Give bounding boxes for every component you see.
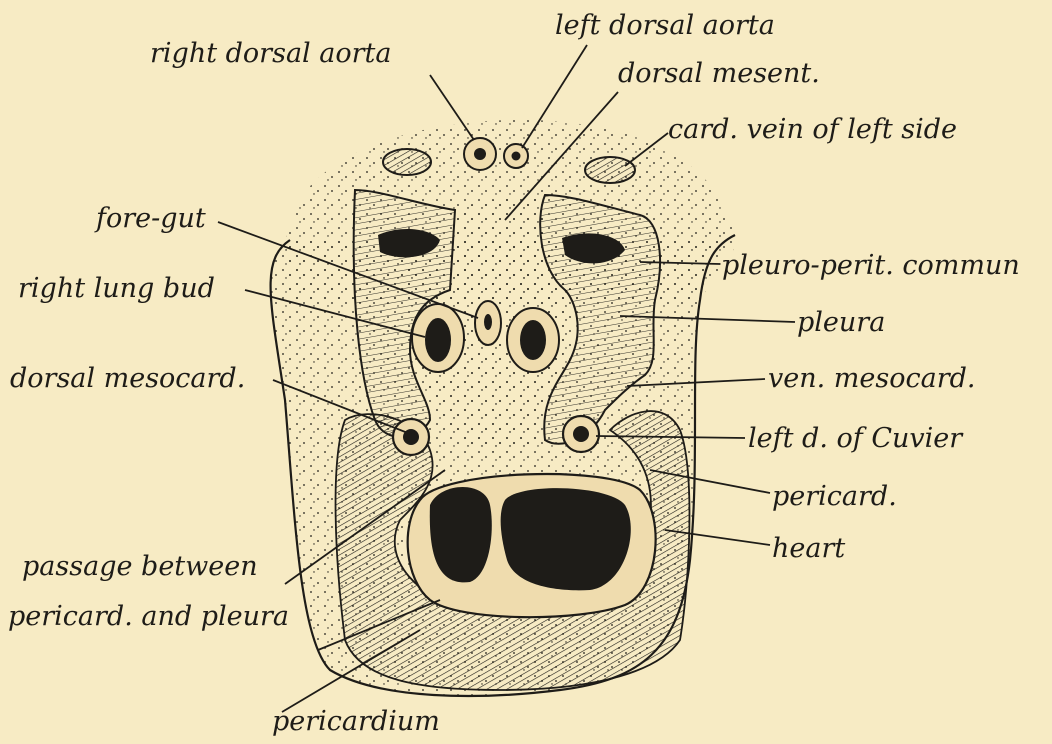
label-left-d-cuvier: left d. of Cuvier [748, 425, 962, 452]
heart-left-chamber [501, 488, 631, 590]
label-passage-line1: passage between [22, 553, 258, 580]
label-card-vein-left: card. vein of left side [668, 116, 957, 143]
label-dorsal-mesocard: dorsal mesocard. [10, 365, 245, 392]
label-ven-mesocard: ven. mesocard. [768, 365, 975, 392]
label-heart: heart [772, 535, 845, 562]
label-pleura: pleura [797, 309, 885, 336]
left-cardinal-vein [585, 157, 635, 183]
label-passage-line2: pericard. and pleura [8, 603, 289, 630]
label-fore-gut: fore-gut [96, 205, 206, 232]
label-right-dorsal-aorta: right dorsal aorta [150, 40, 391, 67]
label-right-lung-bud: right lung bud [18, 275, 215, 302]
label-left-dorsal-aorta: left dorsal aorta [555, 12, 775, 39]
label-dorsal-mesent: dorsal mesent. [618, 60, 820, 87]
label-pericard: pericard. [772, 483, 897, 510]
label-pericardium: pericardium [272, 708, 440, 735]
label-pleuro-perit: pleuro-perit. commun [722, 252, 1020, 279]
right-cardinal-vein [383, 149, 431, 175]
